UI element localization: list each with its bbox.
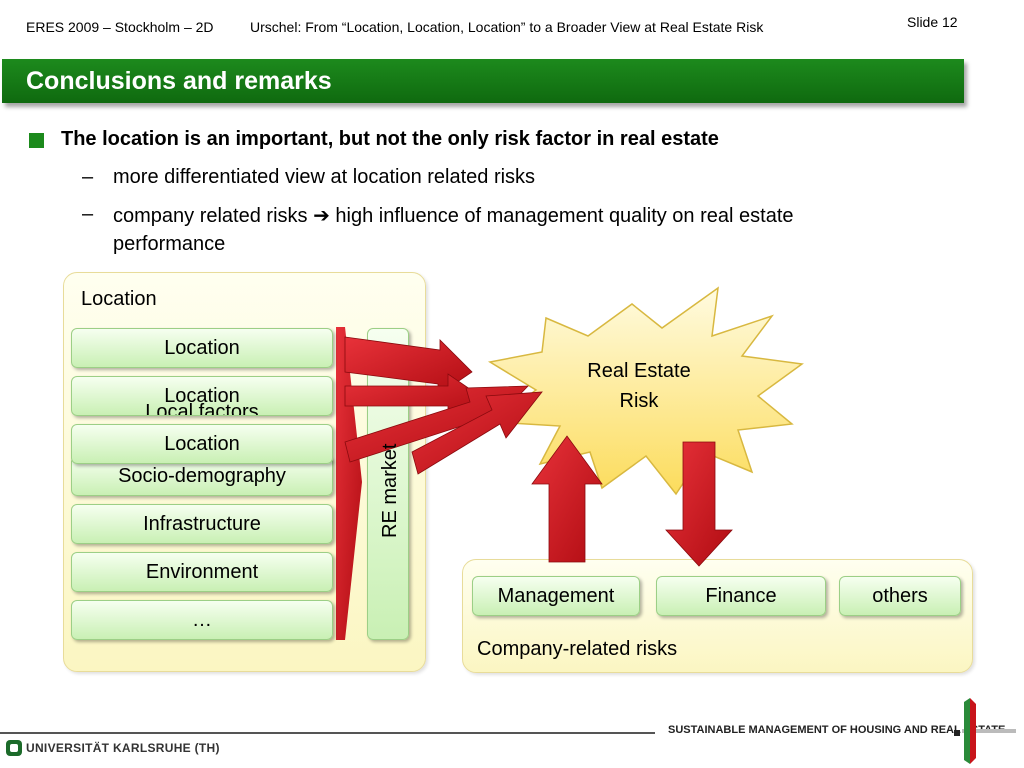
box-location-2: Location Local factors (71, 376, 333, 416)
university-logo-icon (6, 740, 22, 756)
box-finance: Finance (656, 576, 826, 616)
footer-university: UNIVERSITÄT KARLSRUHE (TH) (26, 741, 220, 755)
risk-star-line1: Real Estate (587, 360, 691, 382)
arrow-up-management (531, 435, 603, 563)
slide-title: Conclusions and remarks (26, 67, 332, 95)
arrow-right-icon: ➔ (313, 205, 330, 227)
main-bullet: The location is an important, but not th… (61, 128, 719, 150)
sub-bullet-2-rest: high influence of management quality on … (335, 205, 794, 227)
re-market-bar (367, 328, 409, 640)
title-bar (2, 59, 964, 103)
sub-bullet-2: company related risks ➔ high influence o… (113, 203, 794, 228)
dash-2: – (82, 203, 94, 225)
location-panel-title: Location (81, 288, 157, 310)
conference-label: ERES 2009 – Stockholm – 2D (26, 19, 214, 35)
box-location-1: Location (71, 328, 333, 368)
box-environment: Environment (71, 552, 333, 592)
chair-logo-icon (954, 698, 1016, 764)
footer-divider (0, 732, 655, 734)
box-infrastructure: Infrastructure (71, 504, 333, 544)
arrow-socio (411, 391, 543, 475)
bullet-square-icon (29, 133, 44, 148)
box-management: Management (472, 576, 640, 616)
box-more: … (71, 600, 333, 640)
dash-1: – (82, 166, 94, 188)
box-location-3: Location (71, 424, 333, 464)
sub-bullet-2-text: company related risks (113, 205, 308, 227)
footer-chair: SUSTAINABLE MANAGEMENT OF HOUSING AND RE… (668, 724, 1006, 736)
sub-bullet-1: more differentiated view at location rel… (113, 166, 536, 188)
arrow-down-finance (665, 441, 733, 567)
talk-title: Urschel: From “Location, Location, Locat… (250, 19, 764, 35)
re-market-label: RE market (379, 443, 401, 538)
vertical-chevron-arrow (336, 327, 362, 640)
company-panel-title: Company-related risks (477, 638, 678, 660)
slide-number: Slide 12 (907, 14, 958, 30)
box-others: others (839, 576, 961, 616)
risk-star-line2: Risk (619, 390, 659, 412)
sub-bullet-2-line2: performance (113, 233, 226, 255)
